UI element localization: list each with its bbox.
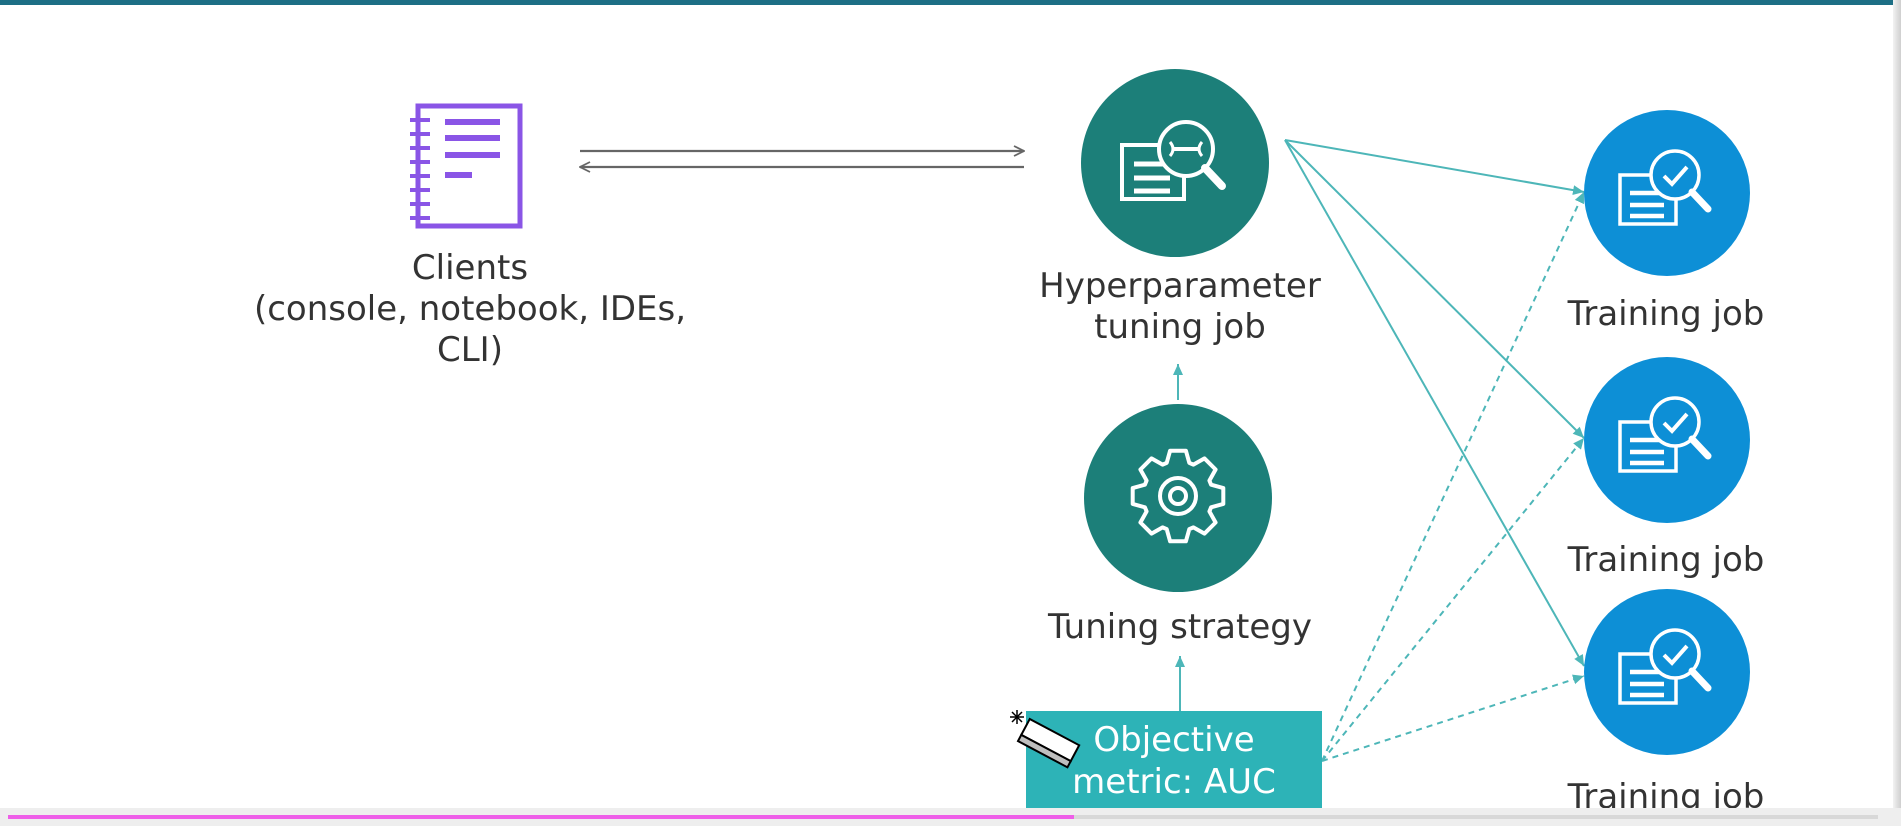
video-progress-bar[interactable]	[8, 815, 1878, 819]
tuning-job-node	[1081, 69, 1269, 257]
eraser-cursor-icon	[1010, 710, 1081, 769]
strategy-node	[1084, 404, 1272, 592]
line-tuning-to-training-3	[1284, 139, 1585, 667]
checkmark-magnifier-document-icon	[1618, 396, 1712, 473]
strategy-circle	[1084, 404, 1272, 592]
training-job-label-1: Training job	[1567, 294, 1765, 334]
clients-label: Clients (console, notebook, IDEs, CLI)	[230, 248, 710, 371]
checkmark-magnifier-document-icon	[1618, 149, 1712, 226]
line-tuning-to-training-2	[1284, 139, 1585, 439]
line-metric-to-training-3	[1321, 674, 1585, 762]
wrench-magnifier-document-icon	[1120, 120, 1226, 201]
tuning-job-label-line-2: tuning job	[1094, 307, 1266, 347]
training-job-label-2: Training job	[1567, 540, 1765, 580]
gear-icon	[1130, 448, 1226, 544]
tuning-job-label-line-1: Hyperparameter	[1039, 266, 1321, 306]
tuning-to-training-lines	[1284, 139, 1585, 667]
clients-label-line-2: (console, notebook, IDEs,	[253, 289, 687, 329]
training-job-node-1	[1584, 110, 1750, 276]
line-tuning-to-training-1	[1284, 139, 1585, 196]
training-job-node-3	[1584, 589, 1750, 755]
clients-label-line-3: CLI)	[437, 330, 503, 370]
top-accent-bar	[0, 0, 1901, 5]
line-metric-to-training-2	[1321, 437, 1585, 762]
training-job-node-2	[1584, 357, 1750, 523]
clients-label-line-1: Clients	[411, 248, 529, 288]
metric-label-line-1: Objective	[1093, 720, 1255, 760]
metric-to-training-lines	[1321, 191, 1585, 762]
objective-metric-box: Objective metric: AUC	[1026, 711, 1322, 811]
line-metric-to-training-1	[1321, 191, 1585, 762]
checkmark-magnifier-document-icon	[1618, 628, 1712, 705]
tuning-job-label: Hyperparameter tuning job	[1000, 266, 1360, 348]
strategy-label: Tuning strategy	[1048, 607, 1312, 647]
notebook-icon	[410, 103, 523, 229]
metric-label-line-2: metric: AUC	[1072, 762, 1276, 802]
video-progress-fill	[8, 815, 1074, 819]
right-edge-shadow	[1893, 0, 1901, 826]
